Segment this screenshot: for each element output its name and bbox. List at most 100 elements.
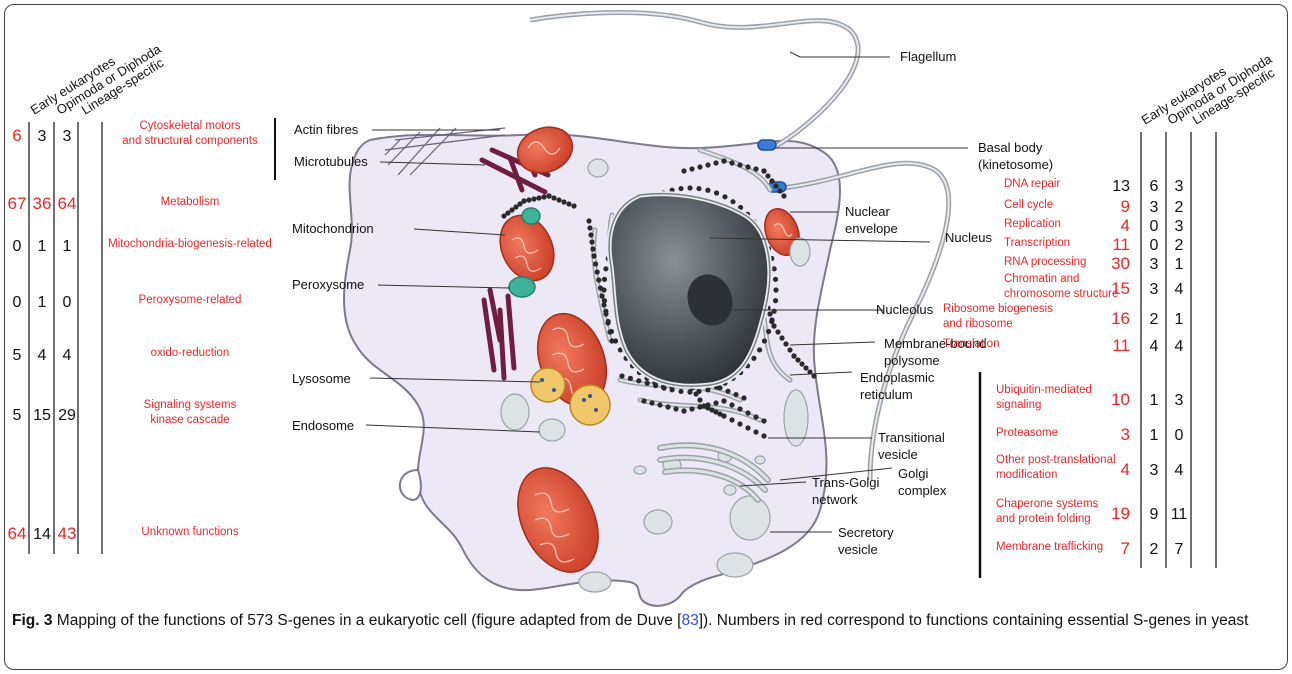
ribosome-dot (775, 329, 780, 334)
ribosome-dot (737, 162, 742, 167)
ribosome-dot (602, 277, 607, 282)
ribosome-dot (773, 183, 778, 188)
ribosome-dot (607, 329, 612, 334)
ribosome-dot (781, 193, 786, 198)
right-value-6-0: 16 (1111, 309, 1130, 328)
label-flagellum: Flagellum (900, 49, 956, 64)
ribosome-dot (745, 164, 750, 169)
ribosome-dot (787, 347, 792, 352)
ribosome-dot (697, 397, 702, 402)
left-value-2-1: 1 (38, 238, 47, 255)
right-value-12-0: 7 (1121, 539, 1130, 558)
left-function-table: 633Cytoskeletal motorsand structural com… (8, 120, 272, 543)
right-label-10: modification (996, 469, 1057, 481)
ribosome-dot (541, 194, 546, 199)
ribosome-dot (609, 338, 614, 343)
ribosome-dot (753, 414, 758, 419)
ribosome-dot (745, 425, 750, 430)
ribosome-dot (713, 400, 718, 405)
ribosome-dot (589, 239, 594, 244)
peroxysome-small-icon (522, 208, 540, 224)
left-table-grid (29, 122, 102, 554)
label-endoplasmic-reticulum: Endoplasmicreticulum (860, 370, 935, 402)
ribosome-dot (521, 198, 526, 203)
right-value-1-0: 9 (1121, 197, 1130, 216)
ribosome-dot (601, 302, 606, 307)
right-value-4-2: 1 (1175, 256, 1184, 273)
left-value-4-0: 5 (13, 347, 22, 364)
ribosome-dot (721, 398, 726, 403)
ribosome-dot (799, 361, 804, 366)
right-value-4-1: 3 (1150, 256, 1159, 273)
ribosome-dot (769, 317, 774, 322)
label-basal-body: Basal body(kinetosome) (978, 140, 1053, 172)
right-value-9-0: 3 (1121, 425, 1130, 444)
ribosome-dot (733, 392, 738, 397)
right-value-11-0: 19 (1111, 504, 1130, 523)
left-value-3-0: 0 (13, 294, 22, 311)
ribosome-dot (753, 166, 758, 171)
left-label-5: kinase cascade (150, 414, 229, 426)
ribosome-dot (696, 186, 701, 191)
left-value-2-0: 0 (13, 238, 22, 255)
ribosome-dot (783, 341, 788, 346)
right-value-2-0: 4 (1121, 216, 1130, 235)
right-value-1-1: 3 (1150, 199, 1159, 216)
right-label-2: Replication (1004, 218, 1061, 230)
right-value-8-0: 10 (1111, 390, 1130, 409)
left-value-4-2: 4 (63, 347, 72, 364)
ribosome-dot (761, 433, 766, 438)
label-golgi-complex: Golgicomplex (898, 466, 947, 498)
right-value-0-1: 6 (1150, 178, 1159, 195)
right-value-2-1: 0 (1150, 218, 1159, 235)
ribosome-dot (697, 164, 702, 169)
ribosome-dot (536, 195, 541, 200)
ribosome-dot (761, 418, 766, 423)
ribosome-dot (773, 287, 778, 292)
ribosome-dot (721, 413, 726, 418)
ribosome-dot (779, 335, 784, 340)
right-value-7-1: 4 (1150, 338, 1159, 355)
ribosome-dot (725, 389, 730, 394)
ribosome-dot (531, 196, 536, 201)
ribosome-dot (689, 166, 694, 171)
left-label-1: Metabolism (161, 196, 220, 208)
caption-text-end: ]). Numbers in red correspond to functio… (699, 612, 1249, 629)
left-value-5-0: 5 (13, 407, 22, 424)
ribosome-dot (628, 376, 633, 381)
label-secretory-vesicle: Secretoryvesicle (838, 525, 894, 557)
right-label-7: Translation (943, 338, 999, 350)
right-label-8: Ubiquitin-mediated (996, 384, 1092, 396)
ribosome-dot (737, 421, 742, 426)
ribosome-dot (586, 218, 591, 223)
label-nucleolus: Nucleolus (876, 302, 934, 317)
ribosome-dot (730, 199, 735, 204)
right-label-4: RNA processing (1004, 256, 1086, 268)
right-label-6: and ribosome (943, 318, 1013, 330)
right-value-6-2: 1 (1175, 311, 1184, 328)
right-value-6-1: 2 (1150, 311, 1159, 328)
ribosome-dot (773, 277, 778, 282)
left-value-3-2: 0 (63, 294, 72, 311)
right-label-10: Other post-translational (996, 454, 1116, 466)
right-label-12: Membrane trafficking (996, 541, 1103, 553)
right-value-3-2: 2 (1175, 237, 1184, 254)
ribosome-dot (673, 406, 678, 411)
right-value-8-2: 3 (1175, 392, 1184, 409)
label-microtubules: Microtubules (294, 154, 368, 169)
right-value-1-2: 2 (1175, 199, 1184, 216)
ribosome-dot (596, 277, 601, 282)
ribosome-dot (599, 293, 604, 298)
ribosome-dot (593, 261, 598, 266)
right-value-4-0: 30 (1111, 254, 1130, 273)
right-label-5: chromosome structure (1004, 288, 1118, 300)
left-value-5-2: 29 (58, 407, 76, 424)
ribosome-dot (571, 203, 576, 208)
right-value-8-1: 1 (1150, 392, 1159, 409)
caption-ref-link[interactable]: 83 (681, 612, 698, 629)
ribosome-dot (737, 406, 742, 411)
left-label-0: Cytoskeletal motors (140, 120, 241, 132)
right-value-3-0: 11 (1112, 235, 1130, 254)
ribosome-dot (705, 162, 710, 167)
